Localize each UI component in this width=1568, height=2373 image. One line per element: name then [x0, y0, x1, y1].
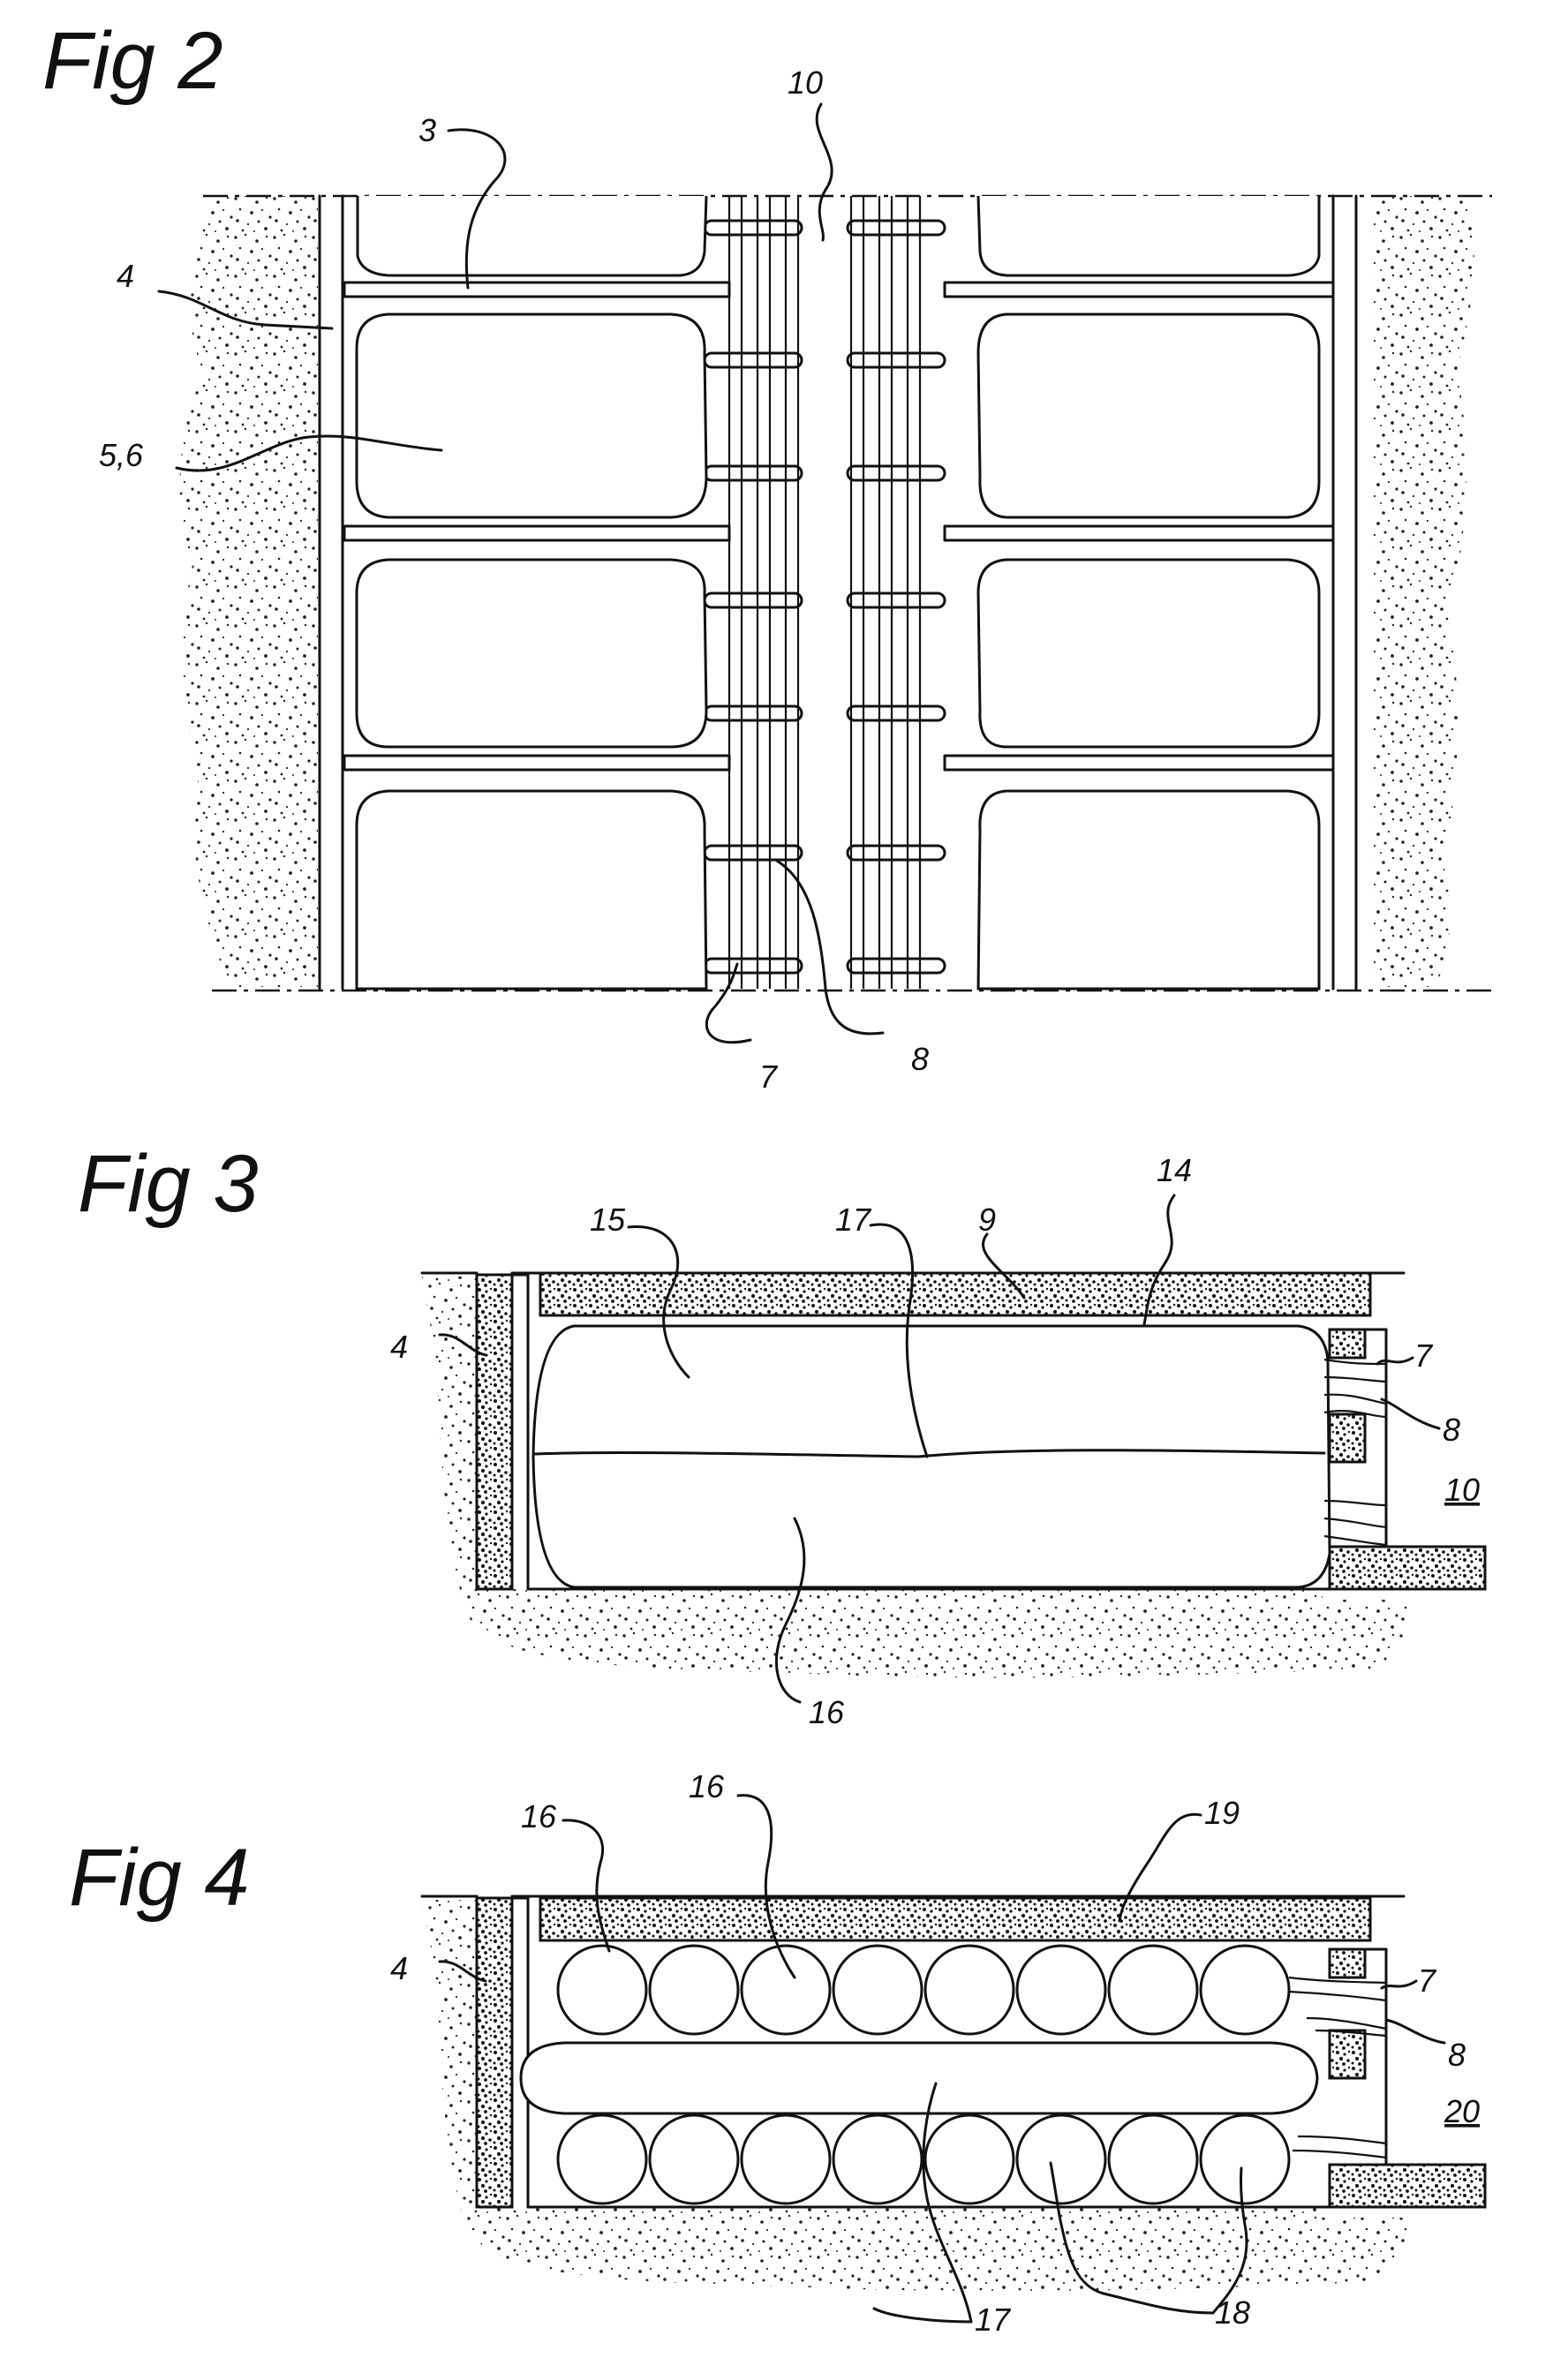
- fig3-label-9: 9: [978, 1202, 996, 1238]
- fig4-label-20: 20: [1444, 2093, 1480, 2129]
- fig4-label-17: 17: [975, 2301, 1012, 2338]
- fig4-label-7: 7: [1418, 1962, 1437, 1999]
- fig4-middle-tube: [521, 2043, 1317, 2113]
- fig4-section-view: Fig 4: [69, 1768, 1485, 2338]
- fig2-leader-10: [817, 104, 832, 240]
- fig3-wall: [477, 1275, 512, 1589]
- fig2-label-10: 10: [788, 64, 823, 101]
- fig4-leader-17a: [874, 2309, 971, 2322]
- fig4-label-16a: 16: [521, 1798, 557, 1834]
- fig3-section-view: Fig 3: [78, 1139, 1485, 1730]
- fig3-label-10: 10: [1444, 1472, 1480, 1508]
- fig2-tank-right-3: [978, 560, 1319, 747]
- fig4-title: Fig 4: [69, 1833, 250, 1923]
- fig3-label-16: 16: [809, 1694, 845, 1730]
- fig2-left-installation: [320, 196, 802, 989]
- fig4-label-4: 4: [390, 1950, 408, 1986]
- fig2-tank-right-4: [978, 791, 1319, 989]
- fig3-label-17: 17: [835, 1202, 872, 1238]
- fig4-label-18: 18: [1215, 2294, 1250, 2331]
- fig2-tank-left-1: [358, 196, 706, 275]
- fig4-cover-slab: [540, 1898, 1370, 1940]
- fig3-label-7: 7: [1414, 1337, 1434, 1374]
- fig3-label-8: 8: [1443, 1412, 1460, 1448]
- fig2-title: Fig 2: [42, 16, 223, 106]
- fig4-label-8: 8: [1448, 2037, 1466, 2073]
- fig2-label-3: 3: [418, 112, 436, 148]
- fig4-top-tube-row: [558, 1946, 1289, 2034]
- fig2-soil-right: [1373, 196, 1474, 987]
- fig4-leader-8: [1386, 2020, 1444, 2043]
- fig2-tank-left-3: [357, 560, 706, 747]
- fig2-tank-right-1: [978, 196, 1319, 275]
- fig2-leader-8: [777, 861, 883, 1034]
- fig2-tank-left-2: [357, 314, 706, 517]
- fig3-label-14: 14: [1157, 1152, 1192, 1188]
- fig2-plan-view: Fig 2: [42, 16, 1492, 1095]
- fig4-label-19: 19: [1204, 1795, 1240, 1831]
- fig2-label-7: 7: [759, 1058, 779, 1095]
- fig3-label-4: 4: [390, 1329, 408, 1365]
- fig4-label-16b: 16: [689, 1768, 725, 1804]
- fig3-leader-8: [1382, 1399, 1439, 1428]
- fig3-label-15: 15: [590, 1202, 626, 1238]
- fig2-label-56: 5,6: [99, 437, 144, 473]
- fig2-tank-right-2: [978, 314, 1319, 517]
- fig3-title: Fig 3: [78, 1139, 259, 1229]
- fig2-soil-left: [180, 196, 318, 987]
- fig2-tank-left-4: [357, 791, 706, 989]
- fig4-wall: [477, 1898, 512, 2207]
- fig2-label-8: 8: [911, 1041, 929, 1077]
- fig2-label-4: 4: [117, 258, 134, 294]
- fig2-right-installation: [848, 196, 1356, 989]
